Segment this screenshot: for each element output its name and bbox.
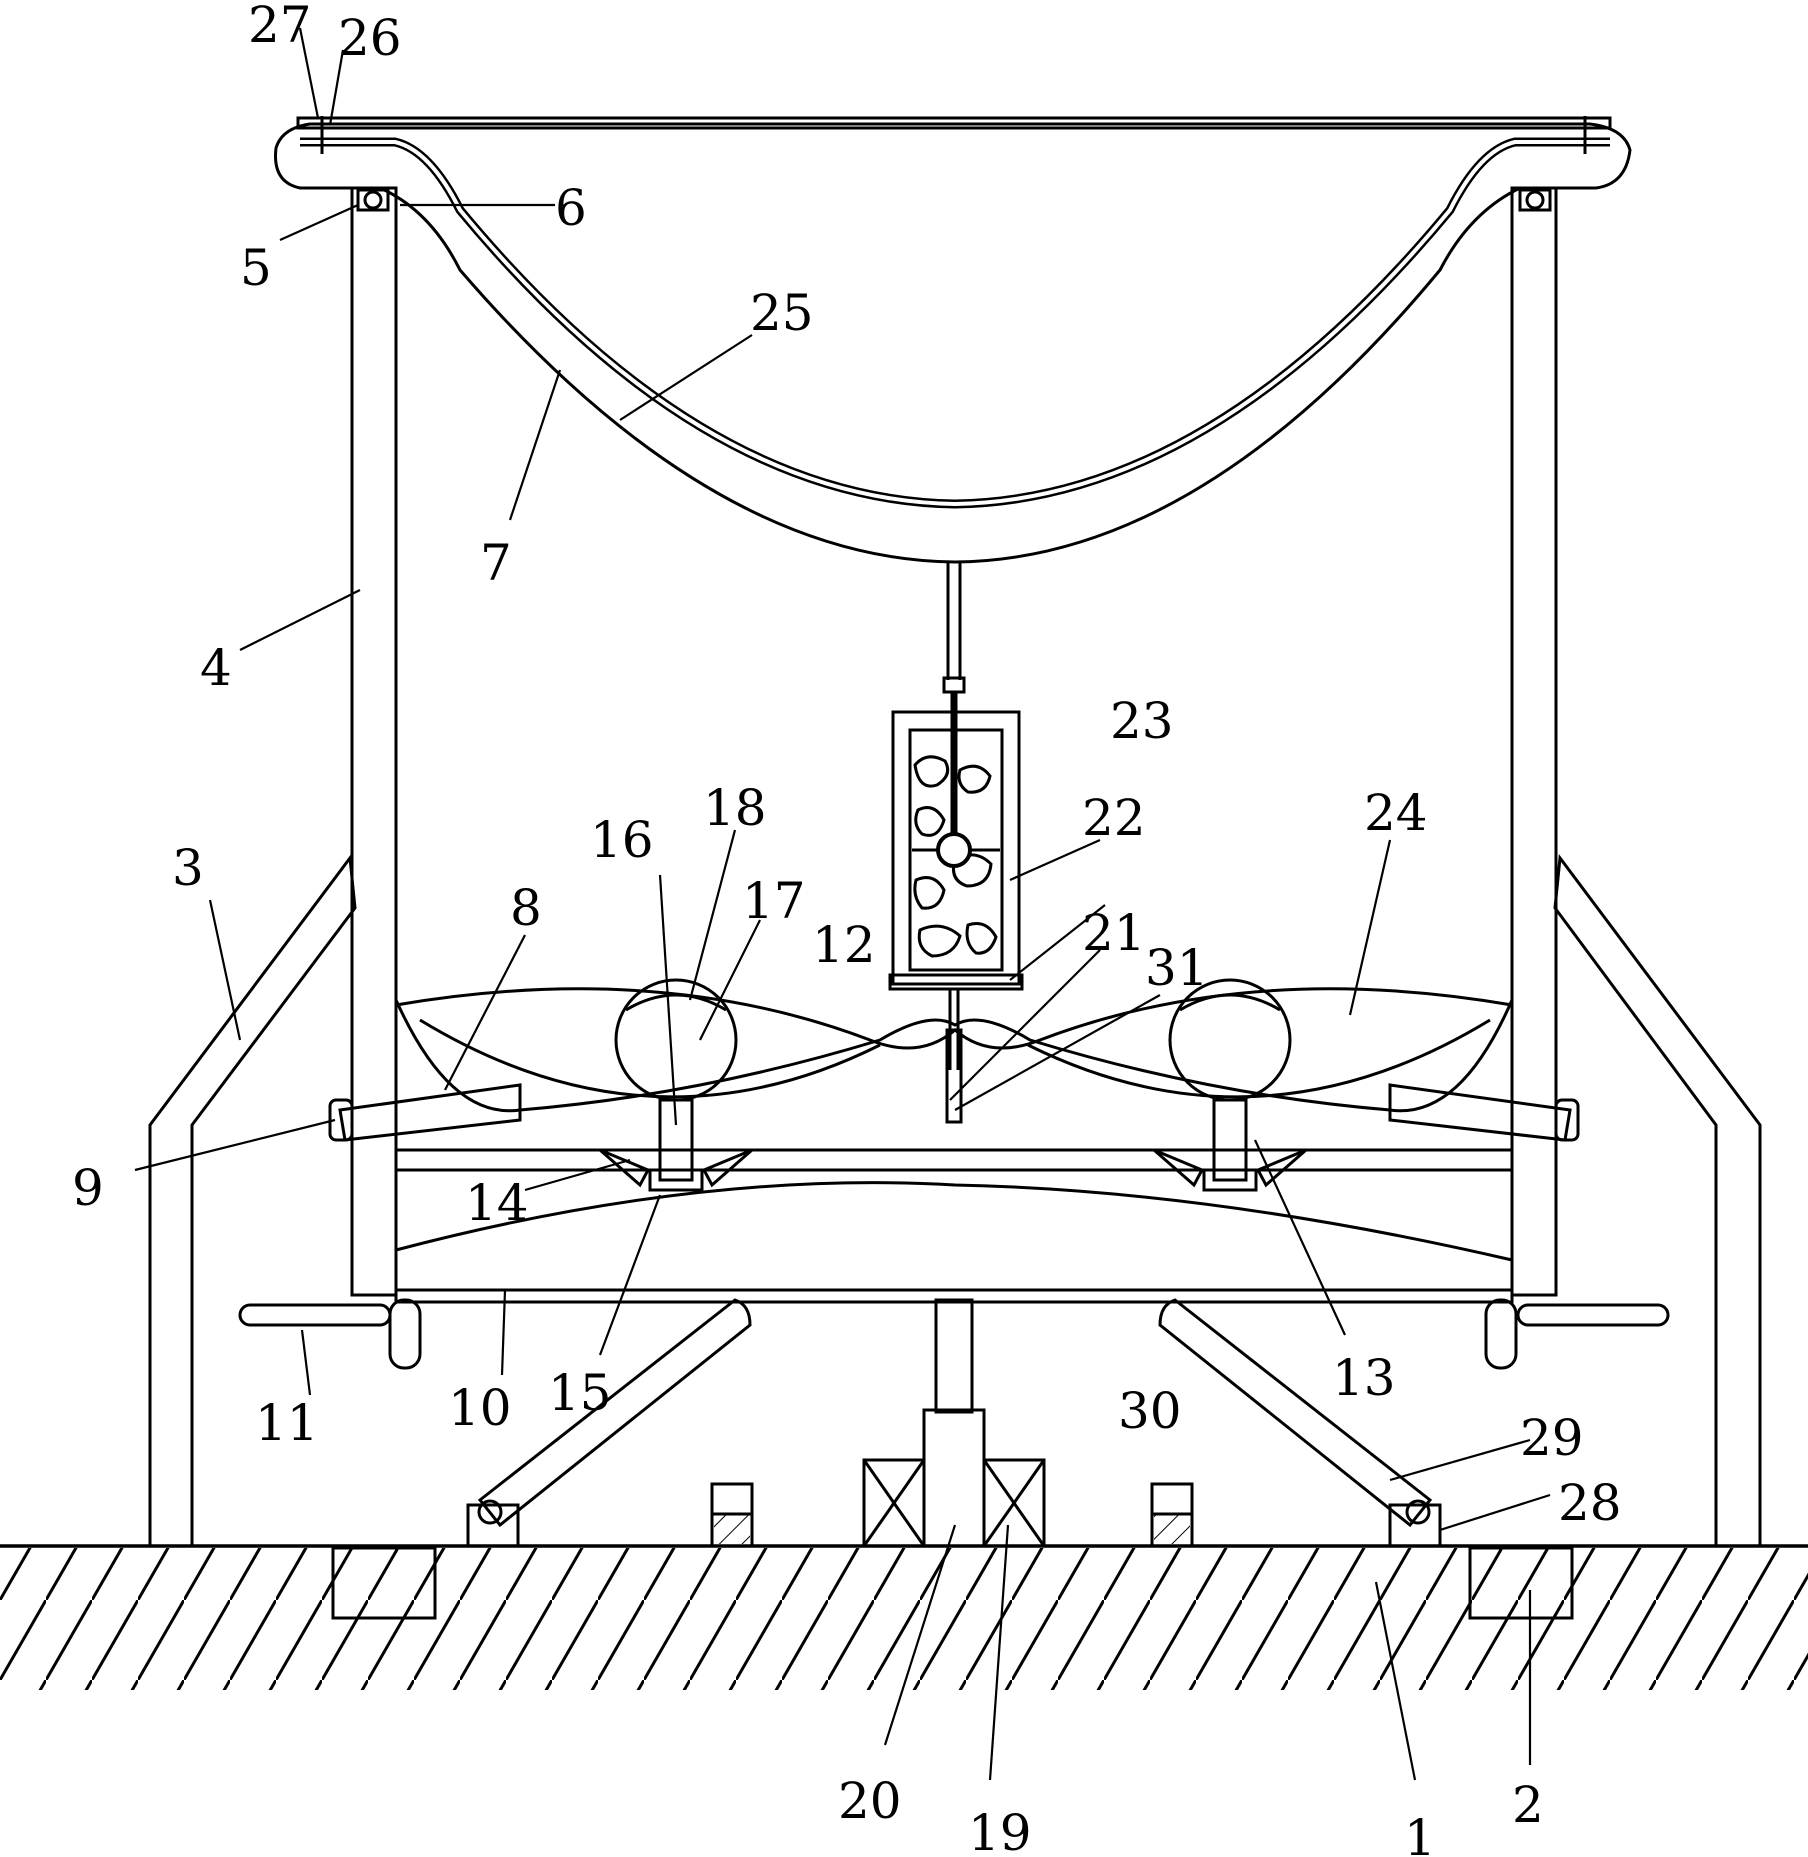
cam-plate	[394, 1181, 1514, 1304]
bowl-assembly	[274, 116, 1632, 564]
label-12: 12	[812, 916, 876, 974]
rollers	[599, 978, 1307, 1192]
label-30: 30	[1118, 1382, 1182, 1440]
label-28: 28	[1558, 1474, 1622, 1532]
side-handles	[238, 1298, 1670, 1370]
lower-container	[394, 987, 1514, 1172]
label-19: 19	[968, 1804, 1032, 1857]
central-motor	[862, 1298, 1046, 1548]
label-14: 14	[465, 1174, 529, 1232]
leader-lines	[134, 27, 1551, 1781]
bearings	[356, 188, 1552, 212]
part-labels: 27 26 6 5 25 7 4 23 22 24 18 16 17 8 12 …	[72, 0, 1622, 1857]
label-27: 27	[248, 0, 312, 54]
stop-blocks	[710, 1482, 1194, 1548]
label-5: 5	[240, 239, 272, 297]
label-29: 29	[1520, 1409, 1584, 1467]
label-25: 25	[750, 284, 814, 342]
label-26: 26	[338, 9, 402, 67]
label-6: 6	[555, 179, 587, 237]
label-10: 10	[448, 1379, 512, 1437]
label-24: 24	[1364, 784, 1428, 842]
label-20: 20	[838, 1772, 902, 1830]
label-15: 15	[548, 1364, 612, 1422]
label-9: 9	[72, 1159, 104, 1217]
side-tubes	[328, 1083, 1580, 1142]
label-3: 3	[172, 839, 204, 897]
label-16: 16	[590, 811, 654, 869]
label-18: 18	[703, 779, 767, 837]
label-17: 17	[742, 872, 806, 930]
label-11: 11	[255, 1394, 319, 1452]
label-1: 1	[1404, 1809, 1436, 1857]
struts	[466, 1298, 1442, 1548]
label-7: 7	[480, 534, 512, 592]
label-31: 31	[1145, 939, 1209, 997]
label-2: 2	[1512, 1776, 1544, 1834]
label-21: 21	[1082, 904, 1146, 962]
label-13: 13	[1332, 1349, 1396, 1407]
label-4: 4	[200, 639, 232, 697]
label-8: 8	[510, 879, 542, 937]
label-22: 22	[1082, 789, 1146, 847]
support-feet	[331, 1546, 1574, 1620]
label-23: 23	[1110, 692, 1174, 750]
hammer-assembly	[888, 562, 1024, 1124]
